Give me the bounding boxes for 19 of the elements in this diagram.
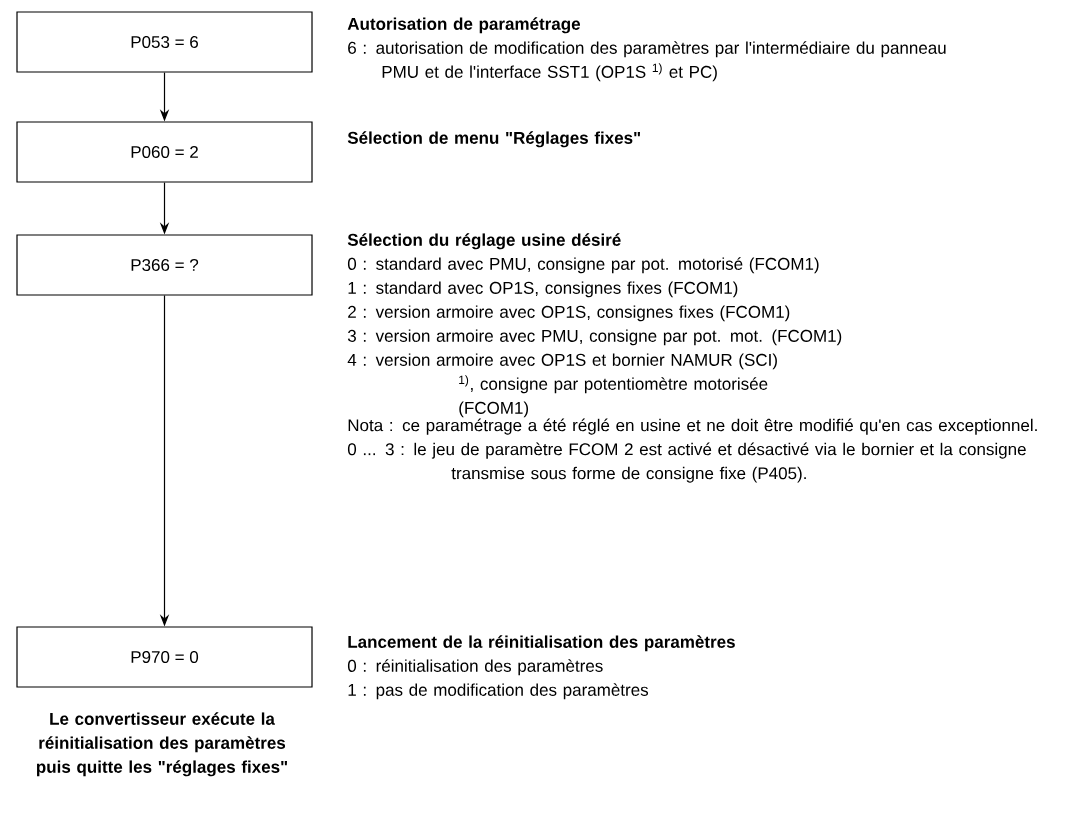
parameter-box: P366 = ? bbox=[16, 234, 313, 296]
parameter-box: P060 = 2 bbox=[16, 121, 313, 183]
description-text: 1 : standard avec OP1S, consignes fixes (FCOM1) bbox=[348, 281, 738, 298]
description-text: 4 : version armoire avec OP1S et bornier NAMUR (SCI) $^{1)}$, consigne par potentiomètre motorisée (FCOM1) bbox=[347, 353, 777, 418]
parameter-box: P970 = 0 bbox=[16, 626, 313, 688]
parameter-box: P053 = 6 bbox=[16, 11, 313, 73]
description-heading: Lancement de la réinitialisation des paramètres bbox=[348, 635, 735, 652]
description-text: 6 : autorisation de modification des paramètres par l'intermédiaire du panneau PMU et de l'interface SST1 (OP1S $^{1)}$ et PC) bbox=[348, 41, 946, 82]
description-heading: Autorisation de paramétrage bbox=[347, 17, 580, 34]
result-note: Le convertisseur exécute la réinitialisation des paramètres puis quitte les "réglages fixes" bbox=[37, 712, 288, 777]
description-heading: Sélection du réglage usine désiré bbox=[347, 233, 621, 250]
description-text: 2 : version armoire avec OP1S, consignes fixes (FCOM1) bbox=[348, 305, 790, 322]
description-text: 0 : standard avec PMU, consigne par pot. motorisé (FCOM1) bbox=[347, 257, 819, 274]
description-text: Nota : ce paramétrage a été réglé en usine et ne doit être modifié qu'en cas exceptionnel. bbox=[348, 418, 1037, 435]
description-text: 0 : réinitialisation des paramètres bbox=[347, 659, 603, 676]
description-text: 0 ... 3 : le jeu de paramètre FCOM 2 est activé et désactivé via le bornier et la consigne transmise sous forme de consigne fixe (P405). bbox=[347, 442, 1026, 483]
description-text: 3 : version armoire avec PMU, consigne par pot. mot. (FCOM1) bbox=[347, 329, 842, 346]
description-text: 1 : pas de modification des paramètres bbox=[348, 683, 649, 700]
description-heading: Sélection de menu "Réglages fixes" bbox=[347, 131, 640, 148]
